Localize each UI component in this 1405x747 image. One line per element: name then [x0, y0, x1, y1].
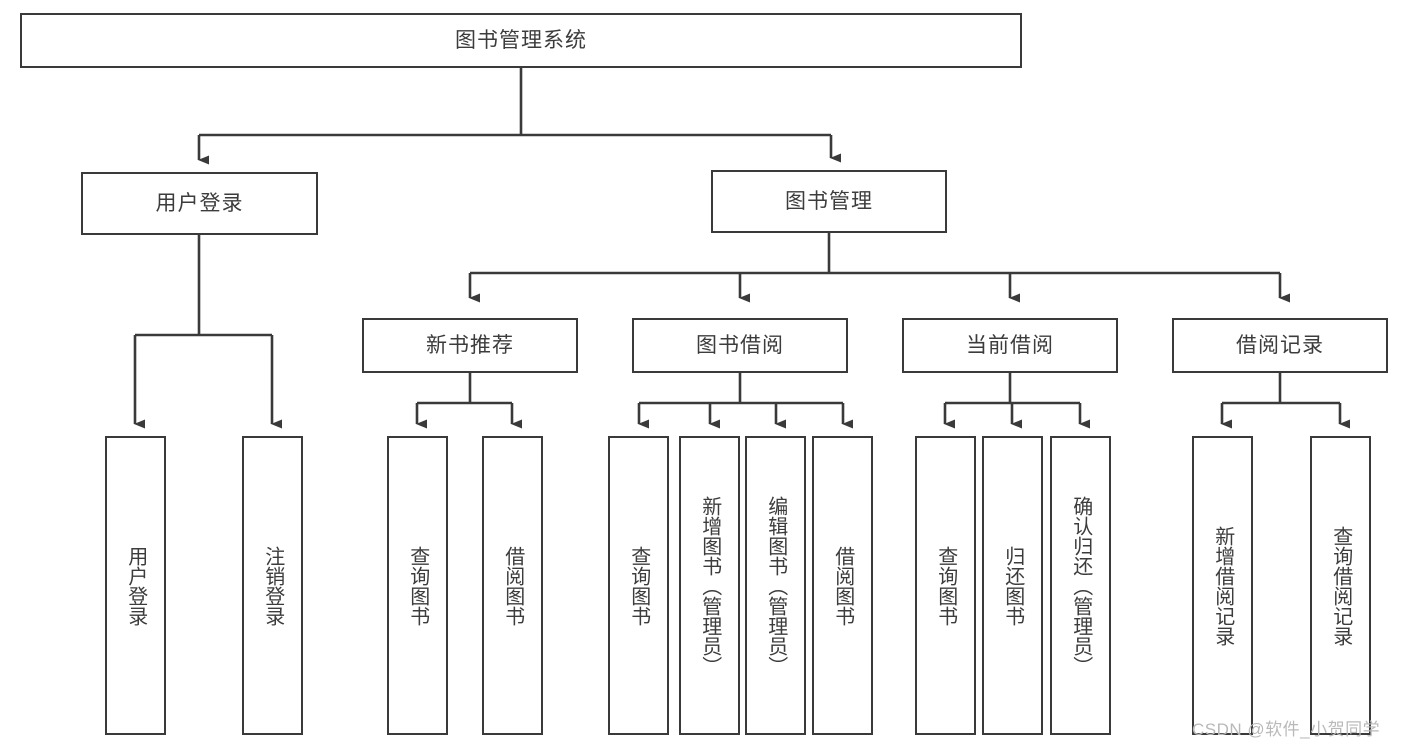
- leaf-label: 查询图书: [627, 545, 650, 626]
- leaf-user-login-logout[interactable]: 注销登录: [242, 436, 303, 735]
- watermark-text: CSDN @软件_小贺同学: [1192, 720, 1381, 739]
- node-new-book-recommend-label: 新书推荐: [426, 333, 514, 357]
- node-root[interactable]: 图书管理系统: [20, 13, 1022, 68]
- node-book-management-label: 图书管理: [785, 189, 873, 213]
- leaf-current-borrow-return[interactable]: 归还图书: [982, 436, 1043, 735]
- leaf-new-book-query[interactable]: 查询图书: [387, 436, 448, 735]
- leaf-user-login-login[interactable]: 用户登录: [105, 436, 166, 735]
- leaf-borrow-record-query[interactable]: 查询借阅记录: [1310, 436, 1371, 735]
- node-root-label: 图书管理系统: [455, 28, 587, 52]
- leaf-label: 确认归还（管理员）: [1069, 495, 1092, 676]
- node-current-borrow[interactable]: 当前借阅: [902, 318, 1118, 373]
- leaf-book-borrow-add[interactable]: 新增图书（管理员）: [679, 436, 740, 735]
- leaf-label: 借阅图书: [831, 545, 854, 626]
- leaf-label: 查询图书: [934, 545, 957, 626]
- node-book-management[interactable]: 图书管理: [711, 170, 947, 233]
- leaf-label: 查询图书: [406, 545, 429, 626]
- node-new-book-recommend[interactable]: 新书推荐: [362, 318, 578, 373]
- leaf-current-borrow-query[interactable]: 查询图书: [915, 436, 976, 735]
- leaf-label: 用户登录: [124, 545, 147, 626]
- leaf-new-book-borrow[interactable]: 借阅图书: [482, 436, 543, 735]
- leaf-borrow-record-add[interactable]: 新增借阅记录: [1192, 436, 1253, 735]
- node-current-borrow-label: 当前借阅: [966, 333, 1054, 357]
- leaf-label: 新增图书（管理员）: [698, 495, 721, 676]
- node-borrow-record[interactable]: 借阅记录: [1172, 318, 1388, 373]
- leaf-label: 新增借阅记录: [1211, 525, 1234, 646]
- node-user-login-label: 用户登录: [155, 191, 244, 215]
- leaf-book-borrow-edit[interactable]: 编辑图书（管理员）: [745, 436, 806, 735]
- leaf-label: 查询借阅记录: [1329, 525, 1352, 646]
- node-user-login[interactable]: 用户登录: [81, 172, 318, 235]
- leaf-label: 借阅图书: [501, 545, 524, 626]
- node-book-borrow[interactable]: 图书借阅: [632, 318, 848, 373]
- leaf-label: 注销登录: [261, 545, 284, 626]
- node-book-borrow-label: 图书借阅: [696, 333, 784, 357]
- leaf-current-borrow-confirm[interactable]: 确认归还（管理员）: [1050, 436, 1111, 735]
- node-borrow-record-label: 借阅记录: [1236, 333, 1324, 357]
- leaf-label: 编辑图书（管理员）: [764, 495, 787, 676]
- leaf-book-borrow-query[interactable]: 查询图书: [608, 436, 669, 735]
- leaf-label: 归还图书: [1001, 545, 1024, 626]
- leaf-book-borrow-borrow[interactable]: 借阅图书: [812, 436, 873, 735]
